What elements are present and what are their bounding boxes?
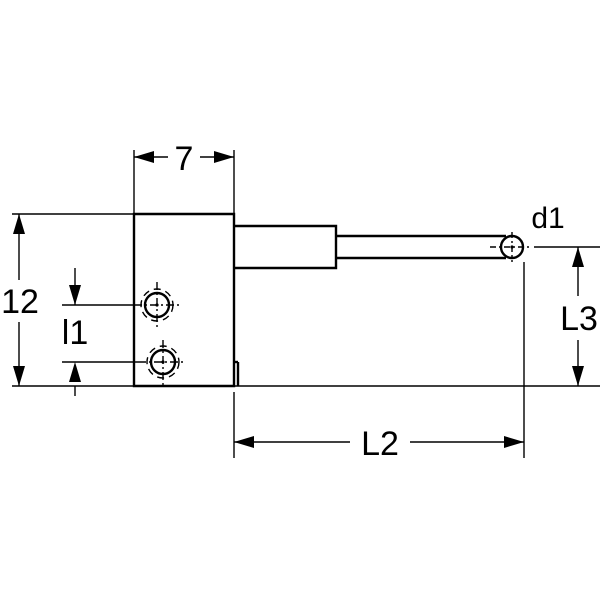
length-bottom-label: L2	[361, 425, 399, 463]
extension-lines	[12, 150, 600, 458]
height-left-label: 12	[1, 283, 39, 321]
dimension-height-left: 12	[1, 214, 39, 386]
mounting-block	[132, 212, 240, 388]
shaft	[234, 224, 506, 270]
dimension-spacing-left: l1	[62, 268, 138, 396]
height-right-label: L3	[560, 300, 598, 338]
dimension-length-bottom: L2	[234, 425, 524, 463]
pin-end	[490, 232, 532, 262]
dimension-height-right: L3	[560, 247, 598, 386]
pin-diameter-label: d1	[531, 202, 564, 235]
pin-diameter-callout: d1	[531, 202, 564, 235]
spacing-left-label: l1	[62, 314, 88, 352]
lower-hole	[138, 340, 186, 386]
dimension-width-top: 7	[134, 140, 234, 178]
upper-hole	[134, 282, 180, 328]
width-top-label: 7	[175, 140, 194, 178]
